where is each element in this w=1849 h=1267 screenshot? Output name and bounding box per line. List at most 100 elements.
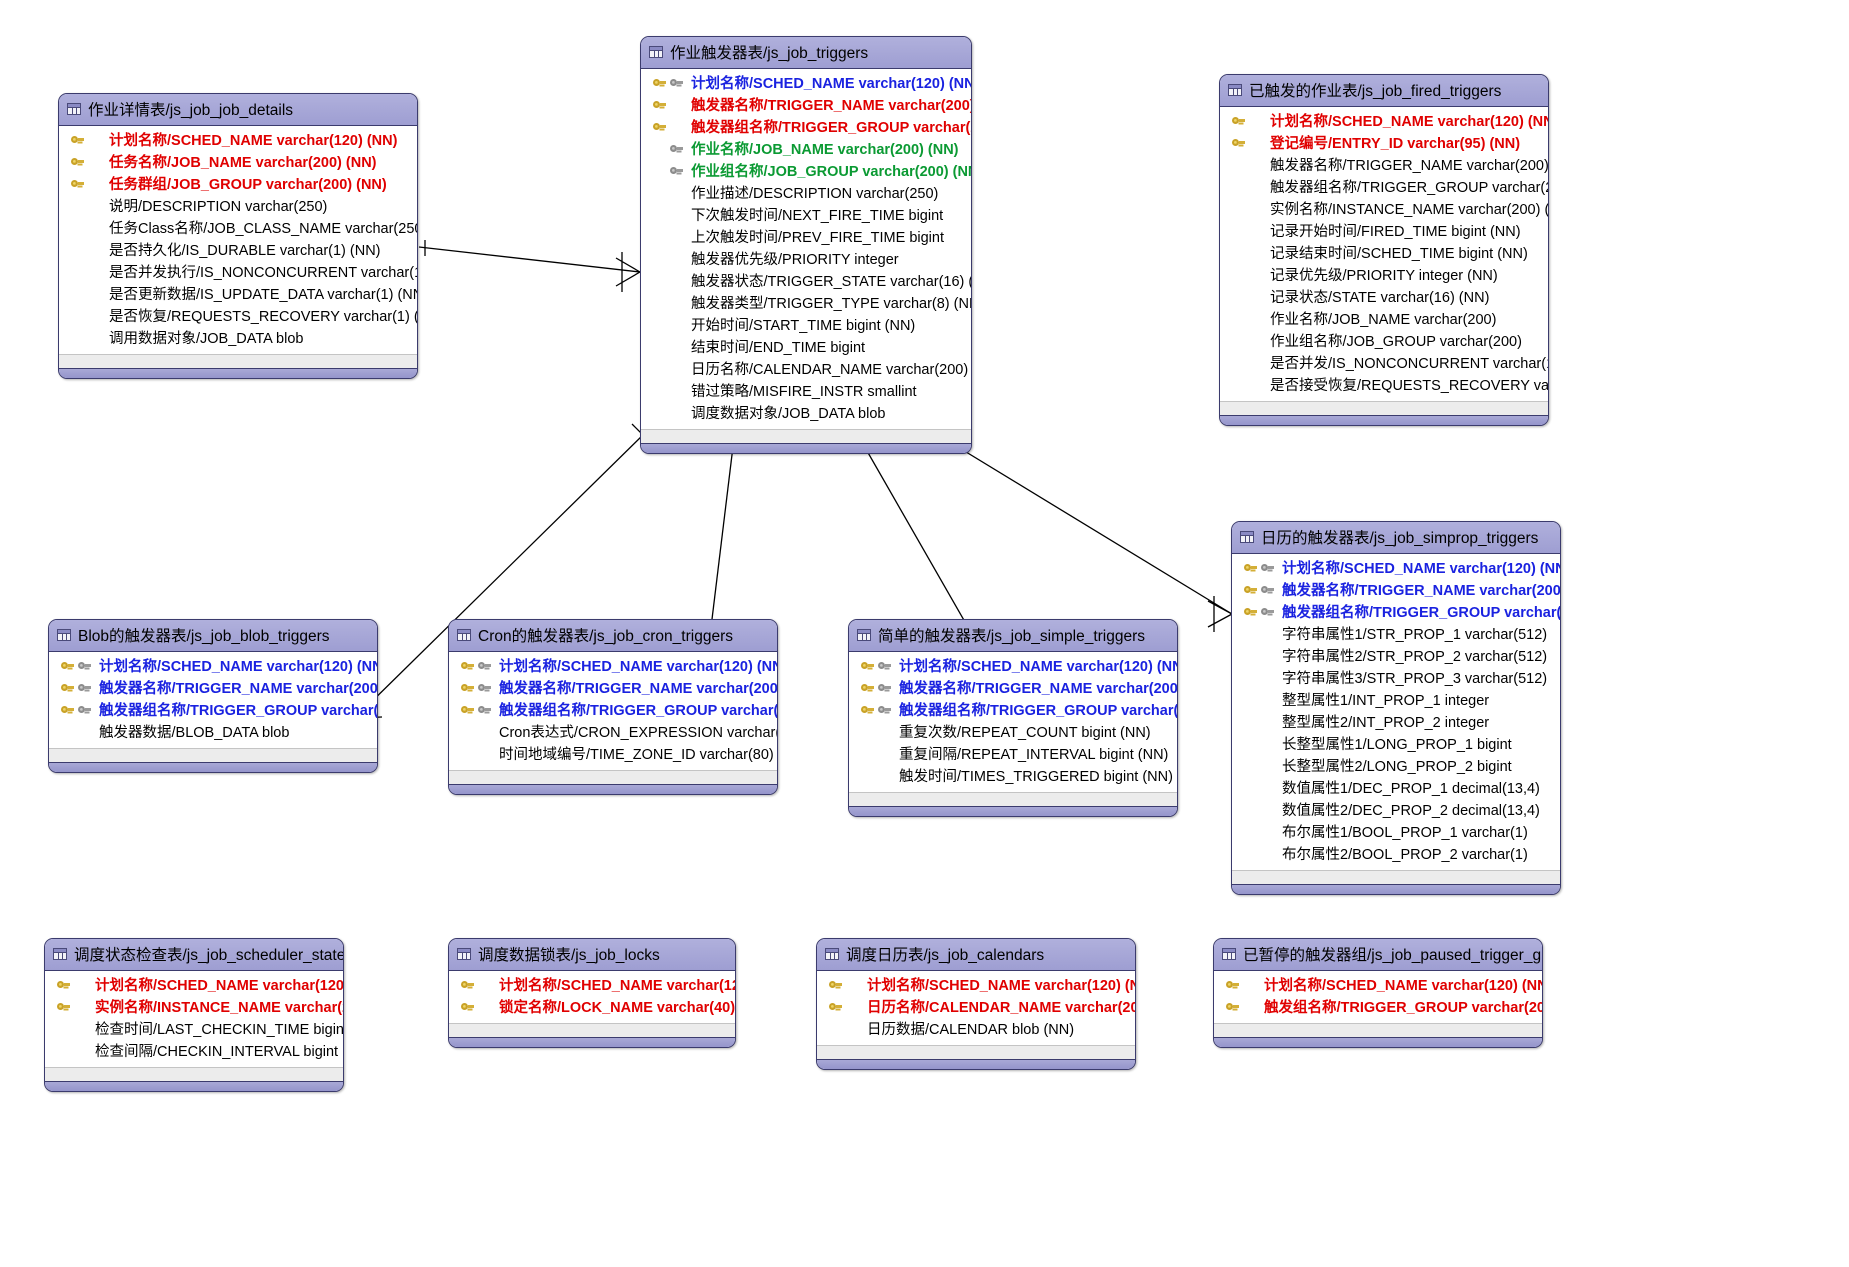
attribute-row[interactable]: 计划名称/SCHED_NAME varchar(120) (NN) [1214,975,1542,997]
attribute-row[interactable]: 是否接受恢复/REQUESTS_RECOVERY varchar(1) [1220,375,1548,397]
attribute-row[interactable]: 触发器组名称/TRIGGER_GROUP varchar(200) (NN) [1220,177,1548,199]
entity-cron_triggers[interactable]: Cron的触发器表/js_job_cron_triggers 计划名称/SCHED… [448,619,778,795]
attribute-row[interactable]: 计划名称/SCHED_NAME varchar(120) (NN) [1232,558,1560,580]
attribute-row[interactable]: 调度数据对象/JOB_DATA blob [641,403,971,425]
entity-resize-grip[interactable] [49,762,377,772]
attribute-row[interactable]: 检查时间/LAST_CHECKIN_TIME bigint (NN) [45,1019,343,1041]
attribute-row[interactable]: 时间地域编号/TIME_ZONE_ID varchar(80) [449,744,777,766]
entity-simprop_triggers[interactable]: 日历的触发器表/js_job_simprop_triggers 计划名称/SCHE… [1231,521,1561,895]
attribute-row[interactable]: 计划名称/SCHED_NAME varchar(120) (NN) [45,975,343,997]
attribute-row[interactable]: 长整型属性2/LONG_PROP_2 bigint [1232,756,1560,778]
attribute-row[interactable]: 触发器名称/TRIGGER_NAME varchar(200) (NN) [49,678,377,700]
attribute-row[interactable]: 计划名称/SCHED_NAME varchar(120) (NN) [59,130,417,152]
attribute-row[interactable]: 记录优先级/PRIORITY integer (NN) [1220,265,1548,287]
attribute-row[interactable]: 计划名称/SCHED_NAME varchar(120) (NN) [641,73,971,95]
entity-resize-grip[interactable] [59,368,417,378]
attribute-row[interactable]: 重复次数/REPEAT_COUNT bigint (NN) [849,722,1177,744]
attribute-row[interactable]: 触发器组名称/TRIGGER_GROUP varchar(200) (NN) [849,700,1177,722]
attribute-row[interactable]: 锁定名称/LOCK_NAME varchar(40) (NN) [449,997,735,1019]
attribute-row[interactable]: 上次触发时间/PREV_FIRE_TIME bigint [641,227,971,249]
attribute-row[interactable]: 记录状态/STATE varchar(16) (NN) [1220,287,1548,309]
entity-resize-grip[interactable] [449,1037,735,1047]
entity-header-job_triggers[interactable]: 作业触发器表/js_job_triggers [641,37,971,69]
attribute-row[interactable]: 调用数据对象/JOB_DATA blob [59,328,417,350]
attribute-row[interactable]: 作业名称/JOB_NAME varchar(200) [1220,309,1548,331]
entity-job_triggers[interactable]: 作业触发器表/js_job_triggers 计划名称/SCHED_NAME va… [640,36,972,454]
attribute-row[interactable]: 触发器名称/TRIGGER_NAME varchar(200) (NN) [449,678,777,700]
entity-scheduler_state[interactable]: 调度状态检查表/js_job_scheduler_state 计划名称/SCHED… [44,938,344,1092]
attribute-row[interactable]: 作业描述/DESCRIPTION varchar(250) [641,183,971,205]
entity-resize-grip[interactable] [1214,1037,1542,1047]
attribute-row[interactable]: 触发器组名称/TRIGGER_GROUP varchar(200) (NN) [641,117,971,139]
attribute-row[interactable]: 是否恢复/REQUESTS_RECOVERY varchar(1) (NN) [59,306,417,328]
entity-paused_trigger_grps[interactable]: 已暂停的触发器组/js_job_paused_trigger_grps 计划名称/… [1213,938,1543,1048]
attribute-row[interactable]: 日历数据/CALENDAR blob (NN) [817,1019,1135,1041]
attribute-row[interactable]: 布尔属性2/BOOL_PROP_2 varchar(1) [1232,844,1560,866]
attribute-row[interactable]: 触发器类型/TRIGGER_TYPE varchar(8) (NN) [641,293,971,315]
entity-header-blob_triggers[interactable]: Blob的触发器表/js_job_blob_triggers [49,620,377,652]
entity-header-cron_triggers[interactable]: Cron的触发器表/js_job_cron_triggers [449,620,777,652]
entity-header-locks[interactable]: 调度数据锁表/js_job_locks [449,939,735,971]
attribute-row[interactable]: 登记编号/ENTRY_ID varchar(95) (NN) [1220,133,1548,155]
attribute-row[interactable]: 是否更新数据/IS_UPDATE_DATA varchar(1) (NN) [59,284,417,306]
attribute-row[interactable]: 任务Class名称/JOB_CLASS_NAME varchar(250) (N… [59,218,417,240]
entity-header-calendars[interactable]: 调度日历表/js_job_calendars [817,939,1135,971]
attribute-row[interactable]: 整型属性1/INT_PROP_1 integer [1232,690,1560,712]
attribute-row[interactable]: 任务名称/JOB_NAME varchar(200) (NN) [59,152,417,174]
attribute-row[interactable]: 结束时间/END_TIME bigint [641,337,971,359]
attribute-row[interactable]: 计划名称/SCHED_NAME varchar(120) (NN) [449,975,735,997]
attribute-row[interactable]: 触发组名称/TRIGGER_GROUP varchar(200) (NN) [1214,997,1542,1019]
attribute-row[interactable]: 是否持久化/IS_DURABLE varchar(1) (NN) [59,240,417,262]
entity-fired_triggers[interactable]: 已触发的作业表/js_job_fired_triggers 计划名称/SCHED_… [1219,74,1549,426]
attribute-row[interactable]: 实例名称/INSTANCE_NAME varchar(200) (NN) [45,997,343,1019]
entity-resize-grip[interactable] [641,443,971,453]
attribute-row[interactable]: 触发器组名称/TRIGGER_GROUP varchar(200) (NN) [49,700,377,722]
attribute-row[interactable]: 布尔属性1/BOOL_PROP_1 varchar(1) [1232,822,1560,844]
entity-locks[interactable]: 调度数据锁表/js_job_locks 计划名称/SCHED_NAME varch… [448,938,736,1048]
attribute-row[interactable]: 重复间隔/REPEAT_INTERVAL bigint (NN) [849,744,1177,766]
entity-header-scheduler_state[interactable]: 调度状态检查表/js_job_scheduler_state [45,939,343,971]
attribute-row[interactable]: Cron表达式/CRON_EXPRESSION varchar(120) (NN… [449,722,777,744]
attribute-row[interactable]: 计划名称/SCHED_NAME varchar(120) (NN) [849,656,1177,678]
attribute-row[interactable]: 检查间隔/CHECKIN_INTERVAL bigint (NN) [45,1041,343,1063]
attribute-row[interactable]: 字符串属性1/STR_PROP_1 varchar(512) [1232,624,1560,646]
attribute-row[interactable]: 触发器组名称/TRIGGER_GROUP varchar(200) (NN) [449,700,777,722]
attribute-row[interactable]: 作业组名称/JOB_GROUP varchar(200) (NN) [641,161,971,183]
attribute-row[interactable]: 说明/DESCRIPTION varchar(250) [59,196,417,218]
attribute-row[interactable]: 计划名称/SCHED_NAME varchar(120) (NN) [449,656,777,678]
attribute-row[interactable]: 日历名称/CALENDAR_NAME varchar(200) (NN) [817,997,1135,1019]
attribute-row[interactable]: 触发器优先级/PRIORITY integer [641,249,971,271]
attribute-row[interactable]: 长整型属性1/LONG_PROP_1 bigint [1232,734,1560,756]
entity-header-paused_trigger_grps[interactable]: 已暂停的触发器组/js_job_paused_trigger_grps [1214,939,1542,971]
attribute-row[interactable]: 触发器名称/TRIGGER_NAME varchar(200) (NN) [1220,155,1548,177]
entity-header-fired_triggers[interactable]: 已触发的作业表/js_job_fired_triggers [1220,75,1548,107]
attribute-row[interactable]: 计划名称/SCHED_NAME varchar(120) (NN) [49,656,377,678]
entity-header-simple_triggers[interactable]: 简单的触发器表/js_job_simple_triggers [849,620,1177,652]
entity-resize-grip[interactable] [849,806,1177,816]
attribute-row[interactable]: 作业名称/JOB_NAME varchar(200) (NN) [641,139,971,161]
attribute-row[interactable]: 下次触发时间/NEXT_FIRE_TIME bigint [641,205,971,227]
attribute-row[interactable]: 触发器组名称/TRIGGER_GROUP varchar(200) (NN) [1232,602,1560,624]
attribute-row[interactable]: 字符串属性3/STR_PROP_3 varchar(512) [1232,668,1560,690]
attribute-row[interactable]: 是否并发执行/IS_NONCONCURRENT varchar(1) (NN) [59,262,417,284]
entity-simple_triggers[interactable]: 简单的触发器表/js_job_simple_triggers 计划名称/SCHED… [848,619,1178,817]
attribute-row[interactable]: 开始时间/START_TIME bigint (NN) [641,315,971,337]
attribute-row[interactable]: 任务群组/JOB_GROUP varchar(200) (NN) [59,174,417,196]
attribute-row[interactable]: 触发器名称/TRIGGER_NAME varchar(200) (NN) [641,95,971,117]
entity-blob_triggers[interactable]: Blob的触发器表/js_job_blob_triggers 计划名称/SCHED… [48,619,378,773]
attribute-row[interactable]: 记录开始时间/FIRED_TIME bigint (NN) [1220,221,1548,243]
attribute-row[interactable]: 触发器状态/TRIGGER_STATE varchar(16) (NN) [641,271,971,293]
attribute-row[interactable]: 整型属性2/INT_PROP_2 integer [1232,712,1560,734]
attribute-row[interactable]: 计划名称/SCHED_NAME varchar(120) (NN) [1220,111,1548,133]
attribute-row[interactable]: 是否并发/IS_NONCONCURRENT varchar(1) [1220,353,1548,375]
entity-header-simprop_triggers[interactable]: 日历的触发器表/js_job_simprop_triggers [1232,522,1560,554]
attribute-row[interactable]: 数值属性1/DEC_PROP_1 decimal(13,4) [1232,778,1560,800]
attribute-row[interactable]: 错过策略/MISFIRE_INSTR smallint [641,381,971,403]
entity-resize-grip[interactable] [449,784,777,794]
attribute-row[interactable]: 触发器名称/TRIGGER_NAME varchar(200) (NN) [849,678,1177,700]
entity-resize-grip[interactable] [45,1081,343,1091]
attribute-row[interactable]: 实例名称/INSTANCE_NAME varchar(200) (NN) [1220,199,1548,221]
attribute-row[interactable]: 数值属性2/DEC_PROP_2 decimal(13,4) [1232,800,1560,822]
